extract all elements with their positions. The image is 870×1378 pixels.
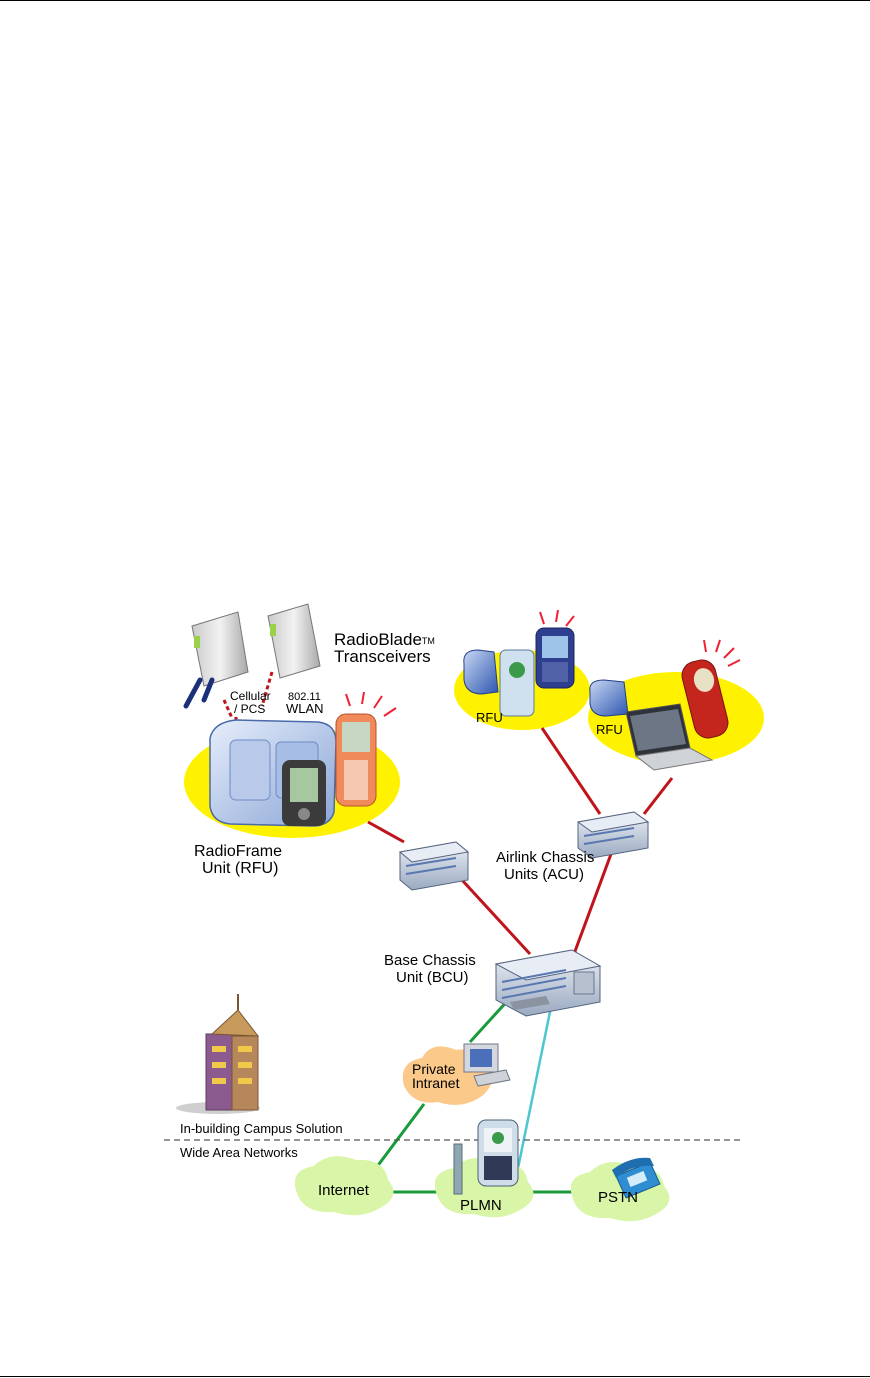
radioframe-unit-device bbox=[210, 720, 336, 826]
rfu-left-device bbox=[464, 650, 498, 694]
wan-label: Wide Area Networks bbox=[180, 1145, 298, 1160]
blackberry-device bbox=[536, 628, 574, 688]
cell-tower bbox=[454, 1144, 462, 1194]
plmn-label: PLMN bbox=[460, 1197, 502, 1214]
rfu-right-device bbox=[590, 680, 628, 716]
radioframe-label-line2: Unit (RFU) bbox=[202, 860, 278, 877]
acu-label-line1: Airlink Chassis bbox=[496, 849, 594, 866]
radioblade-wlan-transceiver bbox=[268, 604, 320, 678]
link-bcu-to-plmn bbox=[516, 1002, 552, 1178]
link-intranet-to-internet bbox=[376, 1104, 424, 1168]
smartphone-green bbox=[500, 650, 534, 716]
link-rfu-main-to-acu-left bbox=[368, 822, 404, 842]
link-rfu-left-to-acu-right bbox=[542, 728, 600, 814]
pstn-label: PSTN bbox=[598, 1189, 638, 1206]
campus-label: In-building Campus Solution bbox=[180, 1121, 343, 1136]
bcu-label-line2: Unit (BCU) bbox=[396, 969, 469, 986]
cellular-label: Cellular bbox=[230, 689, 271, 703]
acu-label-line2: Units (ACU) bbox=[504, 866, 584, 883]
link-acu-left-to-bcu bbox=[462, 880, 530, 954]
pcs-label: / PCS bbox=[234, 702, 265, 716]
office-building bbox=[176, 994, 260, 1114]
rfu-right-label: RFU bbox=[596, 722, 623, 737]
plmn-mobile-phone bbox=[478, 1120, 518, 1186]
link-rfu-right-to-acu-right bbox=[644, 778, 672, 814]
private-intranet-label-line2: Intranet bbox=[412, 1075, 460, 1091]
radioframe-label-line1: RadioFrame bbox=[194, 843, 282, 860]
rfu-left-label: RFU bbox=[476, 710, 503, 725]
bcu-chassis bbox=[496, 950, 600, 1016]
acu-left-chassis bbox=[400, 842, 468, 890]
wlan-label: WLAN bbox=[286, 701, 324, 716]
internet-label: Internet bbox=[318, 1182, 370, 1199]
transceivers-label: Transceivers bbox=[334, 647, 431, 666]
left-cluster-signal-waves bbox=[540, 610, 574, 626]
bcu-label-line1: Base Chassis bbox=[384, 952, 476, 969]
trademark-sign: TM bbox=[422, 636, 435, 646]
